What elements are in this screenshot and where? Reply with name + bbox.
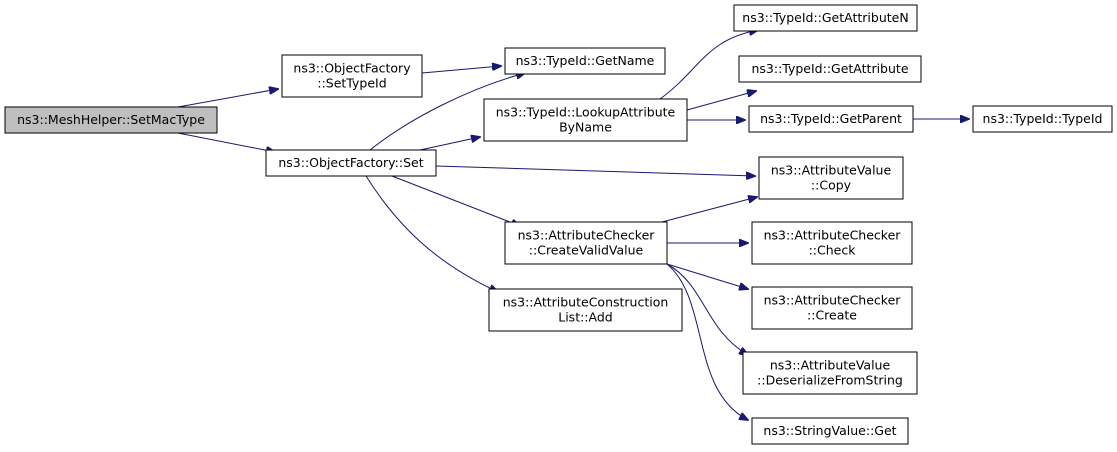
node-box [751, 417, 909, 445]
node-label: ::Create [807, 308, 857, 323]
node-tid_getparent[interactable]: ns3::TypeId::GetParent [748, 105, 914, 133]
node-av_deser[interactable]: ns3::AttributeValue::DeserializeFromStri… [742, 351, 918, 395]
edge-ac_createvalid-to-av_copy [661, 197, 757, 223]
node-label: ns3::StringValue::Get [763, 423, 896, 438]
node-label: ns3::AttributeChecker [518, 228, 656, 243]
node-box [738, 55, 922, 83]
node-label: ns3::AttributeChecker [764, 293, 902, 308]
node-label: ns3::TypeId::GetName [516, 53, 655, 68]
edge-of_set-to-ac_createvalid [391, 175, 520, 226]
node-label: ns3::TypeId::GetParent [760, 111, 902, 126]
node-label: ns3::TypeId::TypeId [983, 111, 1103, 126]
node-of_set[interactable]: ns3::ObjectFactory::Set [265, 149, 437, 177]
node-box [488, 288, 683, 332]
node-box [483, 98, 688, 142]
edge-of_set-to-av_copy [435, 165, 755, 176]
node-tid_getname[interactable]: ns3::TypeId::GetName [504, 47, 666, 75]
node-label: ns3::ObjectFactory [293, 61, 411, 76]
edge-tid_lookup-to-tid_getattrn [659, 30, 758, 100]
node-label: ByName [559, 120, 612, 135]
node-label: List::Add [558, 310, 612, 325]
node-box [751, 221, 913, 265]
nodes-layer: ns3::MeshHelper::SetMacTypens3::ObjectFa… [4, 4, 1113, 445]
node-label: ::DeserializeFromString [757, 373, 903, 388]
edge-ac_createvalid-to-ac_create [666, 263, 748, 289]
node-box [748, 105, 914, 133]
node-box [742, 351, 918, 395]
node-av_copy[interactable]: ns3::AttributeValue::Copy [758, 156, 904, 200]
node-label: ns3::AttributeChecker [764, 228, 902, 243]
node-ac_check[interactable]: ns3::AttributeChecker::Check [751, 221, 913, 265]
node-ac_createvalid[interactable]: ns3::AttributeChecker::CreateValidValue [504, 221, 668, 265]
node-label: ::Copy [811, 178, 852, 193]
node-label: ns3::AttributeValue [770, 358, 891, 373]
node-tid_getattrn[interactable]: ns3::TypeId::GetAttributeN [733, 4, 918, 32]
node-label: ns3::TypeId::LookupAttribute [496, 105, 676, 120]
node-sv_get[interactable]: ns3::StringValue::Get [751, 417, 909, 445]
node-box [972, 105, 1113, 133]
node-ac_create[interactable]: ns3::AttributeChecker::Create [751, 286, 913, 330]
edge-ac_createvalid-to-av_deser [666, 263, 748, 355]
node-box [504, 47, 666, 75]
edge-mesh_setmactype-to-of_settypeid [177, 89, 278, 108]
node-of_settypeid[interactable]: ns3::ObjectFactory::SetTypeId [281, 54, 423, 98]
node-box [4, 106, 218, 134]
edges-layer [177, 30, 969, 420]
node-box [751, 286, 913, 330]
node-label: ::CreateValidValue [529, 243, 644, 258]
node-label: ns3::ObjectFactory::Set [278, 155, 423, 170]
node-mesh_setmactype[interactable]: ns3::MeshHelper::SetMacType [4, 106, 218, 134]
node-box [504, 221, 668, 265]
node-box [281, 54, 423, 98]
node-box [265, 149, 437, 177]
edge-mesh_setmactype-to-of_set [177, 132, 275, 152]
node-box [733, 4, 918, 32]
edge-ac_createvalid-to-sv_get [666, 263, 748, 420]
node-label: ns3::MeshHelper::SetMacType [17, 112, 205, 127]
node-label: ns3::TypeId::GetAttribute [751, 61, 908, 76]
edge-tid_lookup-to-tid_getattr [686, 91, 756, 111]
node-label: ::Check [809, 243, 857, 258]
edge-of_set-to-acl_add [365, 175, 498, 292]
edge-of_set-to-tid_getname [369, 73, 525, 151]
node-tid_typeid[interactable]: ns3::TypeId::TypeId [972, 105, 1113, 133]
node-tid_getattr[interactable]: ns3::TypeId::GetAttribute [738, 55, 922, 83]
node-label: ns3::TypeId::GetAttributeN [742, 10, 908, 25]
node-box [758, 156, 904, 200]
node-label: ns3::AttributeValue [771, 163, 892, 178]
edge-of_settypeid-to-tid_getname [421, 66, 501, 74]
node-label: ns3::AttributeConstruction [503, 295, 669, 310]
node-label: ::SetTypeId [317, 76, 386, 91]
edge-of_set-to-tid_lookup [419, 137, 480, 151]
